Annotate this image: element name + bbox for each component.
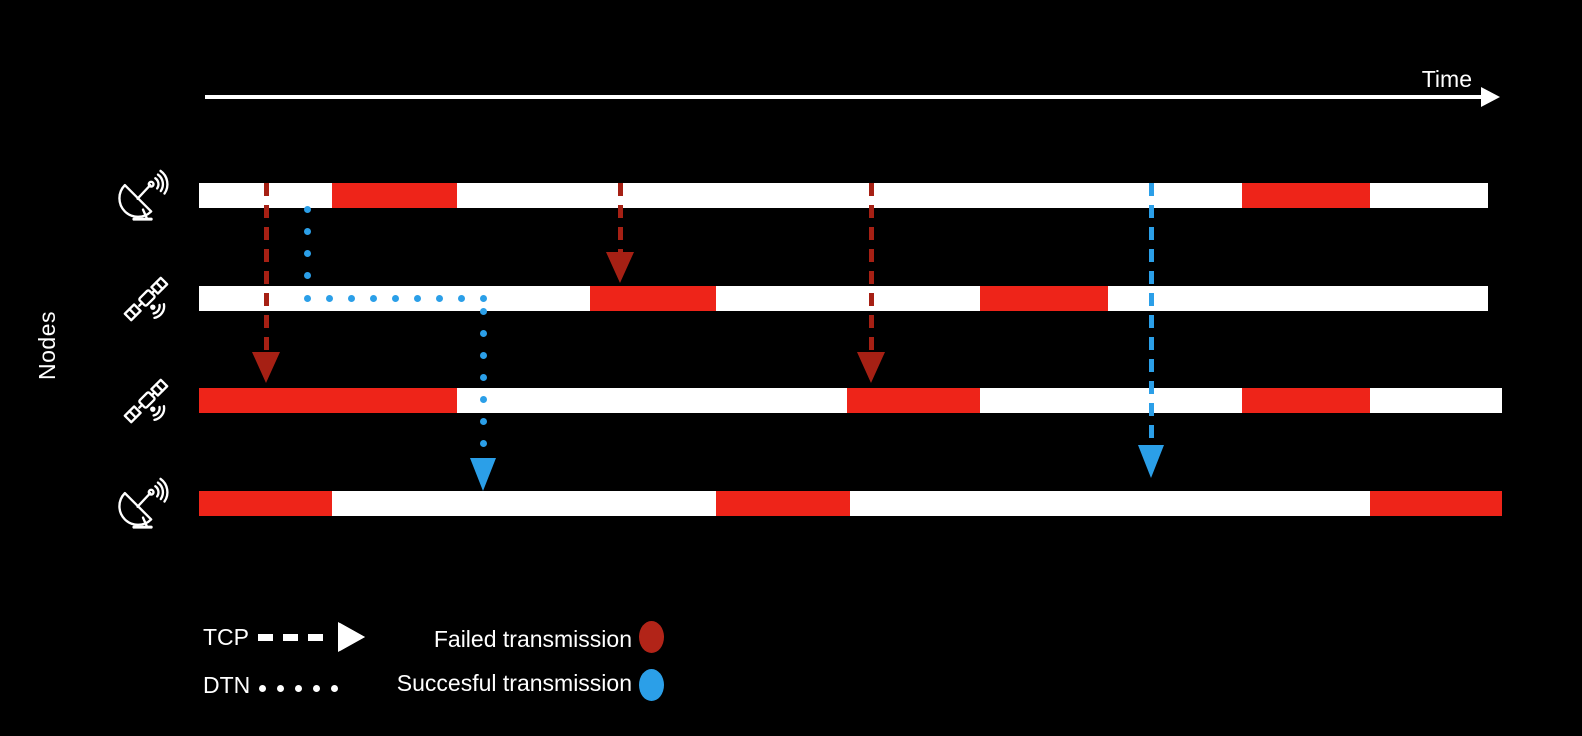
dtn-dot-icon <box>259 685 266 692</box>
legend-dtn-label: DTN <box>203 672 251 698</box>
dtn-dot <box>457 294 465 302</box>
tcp-arrowhead-failed <box>857 352 885 383</box>
outage-segment <box>980 286 1108 311</box>
dtn-dot <box>479 439 487 447</box>
contact-timeline-bar <box>199 183 1488 208</box>
dtn-dot <box>303 271 311 279</box>
dtn-dot-icon <box>313 685 320 692</box>
dtn-arrowhead <box>470 458 496 491</box>
tcp-arrowhead-failed <box>606 252 634 283</box>
dtn-dot <box>369 294 377 302</box>
legend-tcp-label: TCP <box>203 624 249 650</box>
tcp-transfer-line-failed <box>617 183 623 252</box>
ground-station-icon <box>110 167 180 225</box>
satellite-icon <box>111 372 181 430</box>
dtn-arrowhead-icon <box>340 623 365 651</box>
dtn-dot <box>479 307 487 315</box>
dtn-dot-icon <box>331 685 338 692</box>
failed-transmission-dot <box>639 621 664 653</box>
dtn-dot <box>479 373 487 381</box>
legend-success-label: Succesful transmission <box>396 670 632 696</box>
tcp-dashed-line-icon <box>258 634 328 641</box>
dtn-dot <box>303 205 311 213</box>
dtn-dot <box>303 249 311 257</box>
tcp-arrowhead-success <box>1138 445 1164 478</box>
outage-segment <box>847 388 980 413</box>
contact-timeline-bar <box>199 286 1488 311</box>
dtn-dot <box>303 294 311 302</box>
outage-segment <box>716 491 850 516</box>
dtn-dot <box>479 329 487 337</box>
tcp-transfer-line-failed <box>263 183 269 352</box>
outage-segment <box>590 286 716 311</box>
outage-segment <box>332 183 457 208</box>
tcp-arrowhead-failed <box>252 352 280 383</box>
dtn-dot <box>391 294 399 302</box>
nodes-axis-label: Nodes <box>34 311 60 380</box>
contact-timeline-bar <box>199 388 1502 413</box>
dtn-dot <box>479 294 487 302</box>
dtn-dot <box>413 294 421 302</box>
outage-segment <box>1242 183 1370 208</box>
tcp-transfer-line-success <box>1148 183 1154 445</box>
ground-station-icon <box>110 475 180 533</box>
dtn-dot <box>435 294 443 302</box>
dtn-dotted-line-icon <box>259 685 338 692</box>
time-axis-label: Time <box>1421 66 1472 92</box>
outage-segment <box>199 388 457 413</box>
dtn-dot <box>347 294 355 302</box>
tcp-transfer-line-failed <box>868 183 874 352</box>
dtn-dot-icon <box>295 685 302 692</box>
dtn-dot <box>479 395 487 403</box>
dtn-dot <box>303 227 311 235</box>
satellite-icon <box>111 270 181 328</box>
legend-failed-label: Failed transmission <box>433 626 632 652</box>
dtn-dot <box>479 351 487 359</box>
time-axis-arrowhead <box>1481 87 1500 107</box>
outage-segment <box>1242 388 1370 413</box>
contact-timeline-bar <box>199 491 1502 516</box>
dtn-dot <box>479 417 487 425</box>
dtn-dot-icon <box>277 685 284 692</box>
dtn-dot <box>325 294 333 302</box>
time-axis-line <box>205 95 1482 99</box>
outage-segment <box>1370 491 1502 516</box>
successful-transmission-dot <box>639 669 664 701</box>
outage-segment <box>199 491 332 516</box>
